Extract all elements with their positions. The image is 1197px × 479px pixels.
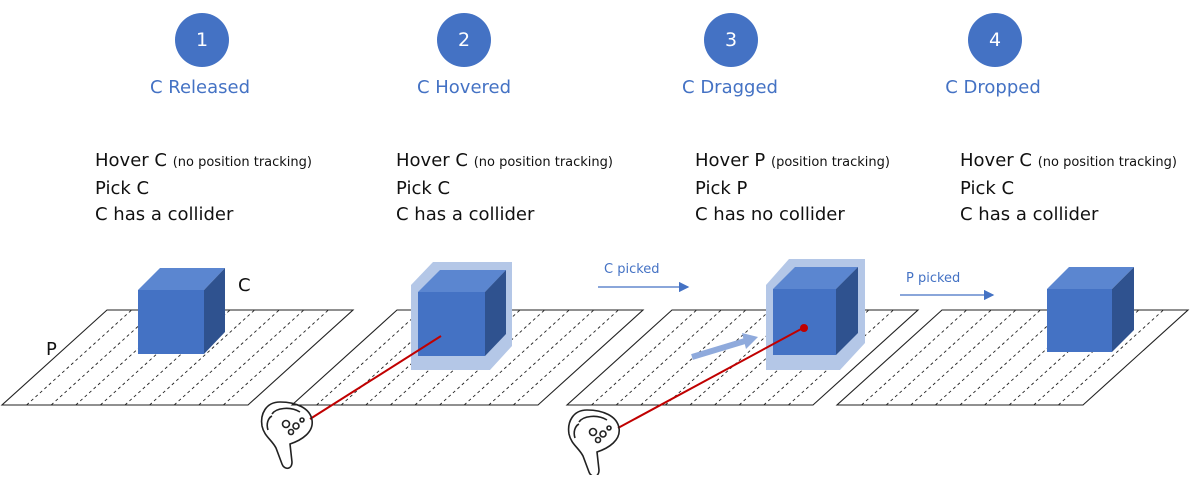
pick-rule: Pick C — [95, 178, 150, 199]
step-title-4: C Dropped — [945, 77, 1041, 98]
cube-4 — [1047, 267, 1134, 352]
step-title-2: C Hovered — [416, 77, 512, 98]
transition-label-c-picked: C picked — [604, 262, 660, 277]
pointer-ray-3 — [617, 327, 804, 429]
hover-rule: Hover C — [95, 150, 167, 171]
vr-controller-icon — [567, 409, 620, 478]
cube-2 — [418, 270, 506, 356]
collider-rule: C has a collider — [95, 204, 234, 225]
hover-note: (no position tracking) — [473, 155, 613, 170]
hover-rule: Hover P — [695, 150, 766, 171]
collider-rule: C has a collider — [396, 204, 535, 225]
collider-rule: C has a collider — [960, 204, 1099, 225]
pick-rule: Pick C — [396, 178, 451, 199]
hover-note: (no position tracking) — [1037, 155, 1177, 170]
hover-rule: Hover C — [960, 150, 1032, 171]
transition-label-p-picked: P picked — [906, 271, 961, 286]
plane-1 — [0, 309, 355, 406]
hover-note: (no position tracking) — [172, 155, 312, 170]
drag-direction-arrow — [691, 333, 758, 360]
step-rules-4: Hover C (no position tracking) Pick C C … — [960, 148, 1177, 228]
hover-rule: Hover C — [396, 150, 468, 171]
pick-rule: Pick C — [960, 178, 1015, 199]
cube-1 — [138, 268, 225, 354]
hit-point — [800, 324, 808, 332]
step-rules-1: Hover C (no position tracking) Pick C C … — [95, 148, 312, 228]
vr-controller-icon — [260, 401, 313, 470]
step-number-1: 1 — [175, 13, 229, 67]
pick-rule: Pick P — [695, 178, 748, 199]
hover-note: (position tracking) — [771, 155, 890, 170]
pointer-ray-2 — [309, 335, 442, 420]
step-title-1: C Released — [149, 77, 251, 98]
cube-3 — [773, 267, 858, 355]
plane-outline — [0, 309, 355, 406]
step-number-4: 4 — [968, 13, 1022, 67]
step-title-3: C Dragged — [682, 77, 778, 98]
step-rules-2: Hover C (no position tracking) Pick C C … — [396, 148, 613, 228]
cube-label: C — [238, 275, 251, 296]
step-number-2: 2 — [437, 13, 491, 67]
step-number-3: 3 — [704, 13, 758, 67]
plane-label: P — [46, 339, 57, 360]
step-rules-3: Hover P (position tracking) Pick P C has… — [695, 148, 890, 228]
collider-rule: C has no collider — [695, 204, 845, 225]
